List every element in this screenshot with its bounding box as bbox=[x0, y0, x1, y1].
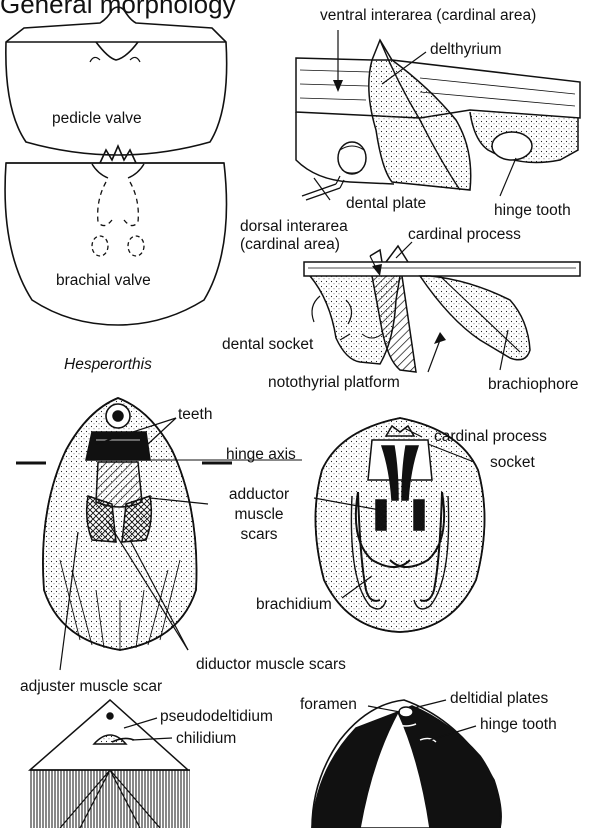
pseudodeltidium-label: pseudodeltidium bbox=[160, 708, 273, 725]
adductor-label-line3: scars bbox=[222, 526, 296, 543]
adductor-label-line1: adductor bbox=[222, 486, 296, 503]
notothyrial-platform-label: notothyrial platform bbox=[268, 374, 400, 391]
cardinal-process-label: cardinal process bbox=[408, 226, 521, 243]
adductor-label-line2: muscle bbox=[222, 506, 296, 523]
teeth-label: teeth bbox=[178, 406, 212, 423]
brachial-valve-drawing bbox=[5, 146, 226, 325]
ventral-interarea-label: ventral interarea (cardinal area) bbox=[320, 7, 536, 24]
hinge-axis-label: hinge axis bbox=[226, 446, 296, 463]
cardinal-process-label-2: cardinal process bbox=[434, 428, 547, 445]
dorsal-interarea-drawing bbox=[304, 246, 580, 372]
genus-label: Hesperorthis bbox=[64, 356, 152, 373]
dental-plate-label: dental plate bbox=[346, 195, 426, 212]
dental-socket-label: dental socket bbox=[222, 336, 313, 353]
dorsal-interarea-label: dorsal interarea bbox=[240, 218, 348, 235]
adjuster-label: adjuster muscle scar bbox=[20, 678, 162, 695]
pedicle-valve-drawing bbox=[6, 7, 227, 155]
brachial-valve-label: brachial valve bbox=[56, 272, 151, 289]
page-title: General morphology bbox=[0, 0, 236, 18]
hinge-tooth-label: hinge tooth bbox=[494, 202, 571, 219]
brachiophore-label: brachiophore bbox=[488, 376, 578, 393]
delthyrium-label: delthyrium bbox=[430, 41, 502, 58]
chilidium-label: chilidium bbox=[176, 730, 236, 747]
deltidial-plates-label: deltidial plates bbox=[450, 690, 548, 707]
brachial-interior-drawing bbox=[315, 418, 484, 632]
deltidial-beak-drawing bbox=[312, 700, 501, 828]
diductor-label: diductor muscle scars bbox=[196, 656, 346, 673]
hinge-tooth-label-2: hinge tooth bbox=[480, 716, 557, 733]
brachidium-label: brachidium bbox=[256, 596, 332, 613]
foramen-label: foramen bbox=[300, 696, 357, 713]
socket-label: socket bbox=[490, 454, 535, 471]
dorsal-interarea-sub-label: (cardinal area) bbox=[240, 236, 340, 253]
pedicle-valve-label: pedicle valve bbox=[52, 110, 142, 127]
